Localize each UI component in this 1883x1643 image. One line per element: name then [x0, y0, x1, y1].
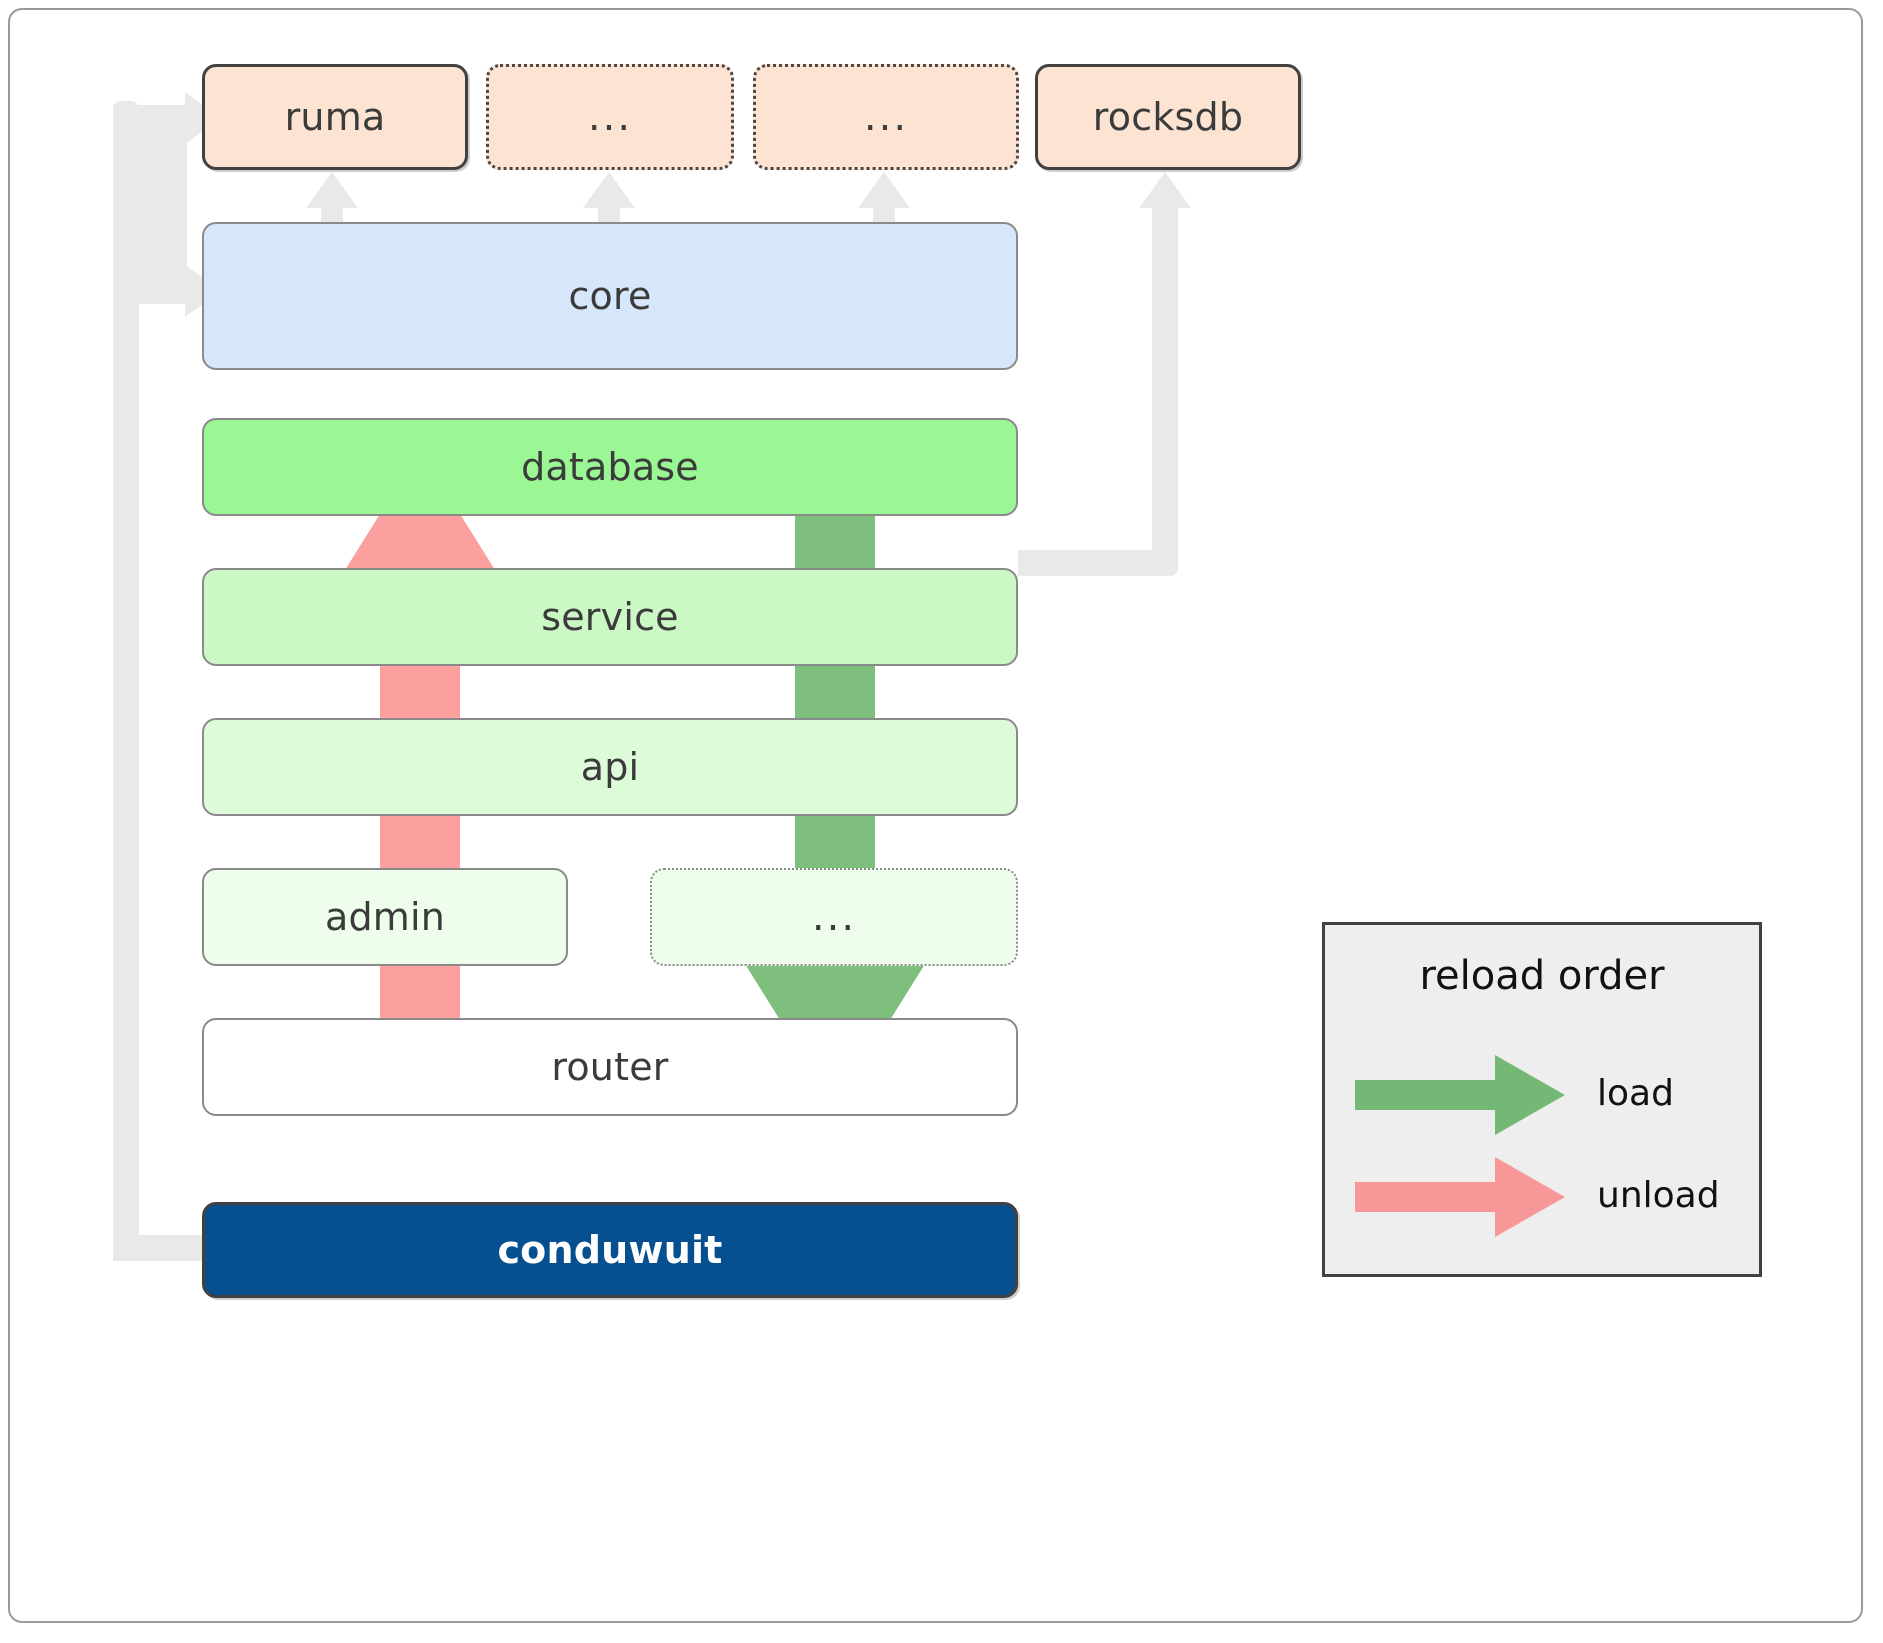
node-layer-ellipsis[interactable]: ...: [650, 868, 1018, 966]
node-database[interactable]: database: [202, 418, 1018, 516]
node-api-label: api: [580, 745, 640, 789]
node-service[interactable]: service: [202, 568, 1018, 666]
node-admin[interactable]: admin: [202, 868, 568, 966]
connector-core-to-dep2-head: [858, 172, 910, 208]
legend-unload-arrow-icon: [1355, 1157, 1565, 1237]
node-router-label: router: [551, 1045, 669, 1089]
node-dep-ellipsis-1-label: ...: [587, 94, 633, 140]
node-dep-ellipsis-1[interactable]: ...: [486, 64, 734, 170]
node-conduwuit[interactable]: conduwuit: [202, 1202, 1018, 1298]
node-ruma-label: ruma: [284, 95, 386, 139]
node-api[interactable]: api: [202, 718, 1018, 816]
node-conduwuit-label: conduwuit: [497, 1228, 723, 1272]
node-admin-label: admin: [324, 895, 446, 939]
legend-load-arrow-icon: [1355, 1055, 1565, 1135]
legend-title: reload order: [1419, 953, 1665, 999]
node-core-label: core: [568, 274, 652, 318]
legend-load-label: load: [1597, 1073, 1674, 1114]
node-rocksdb[interactable]: rocksdb: [1035, 64, 1301, 170]
node-router[interactable]: router: [202, 1018, 1018, 1116]
legend-panel: reload order load unload: [1322, 922, 1762, 1277]
node-layer-ellipsis-label: ...: [811, 894, 857, 940]
node-service-label: service: [541, 595, 679, 639]
connector-database-to-rocksdb-head: [1139, 172, 1191, 208]
node-database-label: database: [521, 445, 699, 489]
node-dep-ellipsis-2[interactable]: ...: [753, 64, 1019, 170]
connector-database-to-rocksdb-h: [1018, 550, 1178, 576]
node-dep-ellipsis-2-label: ...: [863, 94, 909, 140]
connector-branch-core-h: [133, 278, 187, 304]
node-rocksdb-label: rocksdb: [1092, 95, 1244, 139]
connector-core-to-dep1-head: [583, 172, 635, 208]
connector-database-to-rocksdb-v: [1152, 202, 1178, 562]
connector-branch-core: [133, 118, 187, 278]
legend-unload-label: unload: [1597, 1175, 1720, 1216]
node-ruma[interactable]: ruma: [202, 64, 468, 170]
node-core[interactable]: core: [202, 222, 1018, 370]
connector-core-to-ruma-head: [306, 172, 358, 208]
